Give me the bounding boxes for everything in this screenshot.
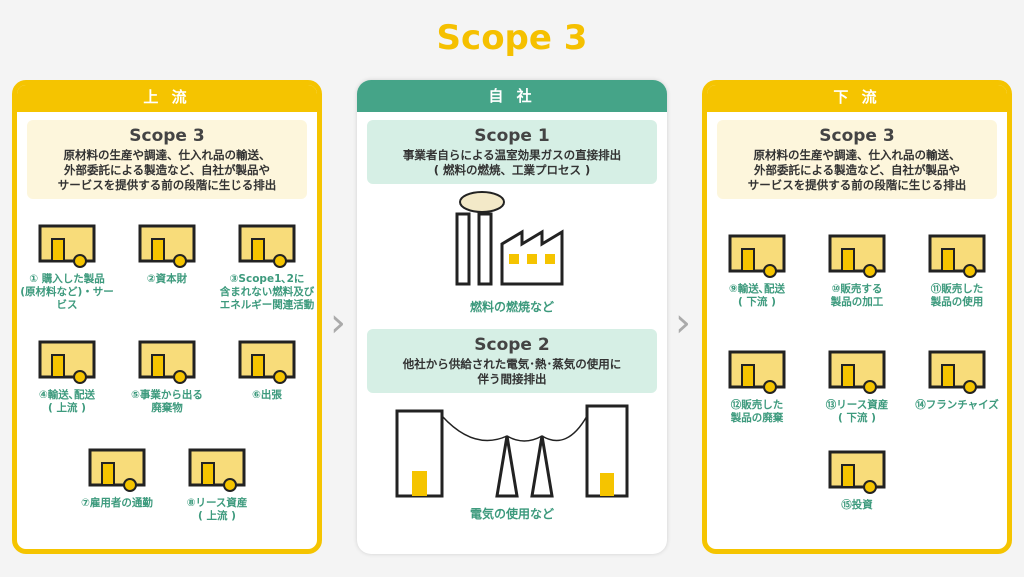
item-label: ⑦雇用者の通勤 <box>81 497 153 509</box>
company-panel: 自 社 Scope 1 事業者自らによる温室効果ガスの直接排出 ( 燃料の燃焼、… <box>357 80 667 554</box>
list-item: ⑧リース資産 ( 上流 ) <box>167 435 267 523</box>
item-label: ④輸送､配送 ( 上流 ) <box>38 389 96 414</box>
list-item: ⑤事業から出る 廃棄物 <box>117 327 217 415</box>
upstream-scope-box: Scope 3 原材料の生産や調達、仕入れ品の輸送、 外部委託による製造など、自… <box>27 120 307 199</box>
item-label: ① 購入した製品 (原材料など)・サービス <box>20 273 114 311</box>
scope1-title: Scope 1 <box>474 126 550 146</box>
item-label: ⑬リース資産 ( 下流 ) <box>825 399 889 424</box>
downstream-scope-title: Scope 3 <box>819 126 895 146</box>
commute-icon <box>67 435 167 495</box>
truck-icon <box>17 327 117 387</box>
list-item: ⑮投資 <box>807 437 907 512</box>
item-label: ⑭フランチャイズ <box>915 399 999 411</box>
scope1-desc: 事業者自らによる温室効果ガスの直接排出 ( 燃料の燃焼、工業プロセス ) <box>402 148 622 177</box>
item-label: ⑫販売した 製品の廃棄 <box>730 399 784 424</box>
item-label: ⑧リース資産 ( 上流 ) <box>186 497 248 522</box>
downstream-scope-box: Scope 3 原材料の生産や調達、仕入れ品の輸送、 外部委託による製造など、自… <box>717 120 997 199</box>
materials-icon <box>17 211 117 271</box>
store-icon <box>907 337 1007 397</box>
factory-smoke-icon <box>455 191 564 286</box>
scope1-box: Scope 1 事業者自らによる温室効果ガスの直接排出 ( 燃料の燃焼、工業プロ… <box>367 120 657 184</box>
upstream-panel: 上 流 Scope 3 原材料の生産や調達、仕入れ品の輸送、 外部委託による製造… <box>12 80 322 554</box>
downstream-panel: 下 流 Scope 3 原材料の生産や調達、仕入れ品の輸送、 外部委託による製造… <box>702 80 1012 554</box>
upstream-header: 上 流 <box>17 85 317 112</box>
item-label: ⑤事業から出る 廃棄物 <box>131 389 203 414</box>
investment-icon <box>807 437 907 497</box>
item-label: ③Scope1､2に 含まれない燃料及び エネルギー関連活動 <box>219 273 315 311</box>
factory-waste-icon <box>117 327 217 387</box>
item-label: ⑮投資 <box>841 499 873 511</box>
list-item: ⑩販売する 製品の加工 <box>807 221 907 309</box>
list-item: ③Scope1､2に 含まれない燃料及び エネルギー関連活動 <box>217 211 317 312</box>
chevron-right-icon: › <box>675 300 691 346</box>
scope2-title: Scope 2 <box>474 335 550 355</box>
list-item: ⑪販売した 製品の使用 <box>907 221 1007 309</box>
plane-train-icon <box>217 327 317 387</box>
item-label: ⑩販売する 製品の加工 <box>830 283 884 308</box>
list-item: ⑫販売した 製品の廃棄 <box>707 337 807 425</box>
chevron-right-icon: › <box>330 300 346 346</box>
list-item: ⑭フランチャイズ <box>907 337 1007 412</box>
conveyor-icon <box>807 221 907 281</box>
trash-icon <box>707 337 807 397</box>
downstream-scope-desc: 原材料の生産や調達、仕入れ品の輸送、 外部委託による製造など、自社が製品や サー… <box>747 148 967 192</box>
page-title: Scope 3 <box>436 18 588 58</box>
list-item: ②資本財 <box>117 211 217 286</box>
company-header: 自 社 <box>357 80 667 112</box>
appliance-icon <box>907 221 1007 281</box>
scope2-box: Scope 2 他社から供給された電気･熱･蒸気の使用に 伴う間接排出 <box>367 329 657 393</box>
list-item: ⑥出張 <box>217 327 317 402</box>
power-line-icon <box>395 404 629 498</box>
warehouse-icon <box>117 211 217 271</box>
list-item: ① 購入した製品 (原材料など)・サービス <box>17 211 117 312</box>
downstream-header: 下 流 <box>707 85 1007 112</box>
item-label: ②資本財 <box>146 273 188 285</box>
lease-assets-icon <box>167 435 267 495</box>
lease-assets-icon <box>807 337 907 397</box>
scope2-caption: 電気の使用など <box>469 507 554 521</box>
scope1-caption: 燃料の燃焼など <box>469 300 554 314</box>
item-label: ⑥出張 <box>252 389 282 401</box>
item-label: ⑪販売した 製品の使用 <box>930 283 984 308</box>
truck-icon <box>707 221 807 281</box>
oil-rig-icon <box>217 211 317 271</box>
item-label: ⑨輸送､配送 ( 下流 ) <box>728 283 786 308</box>
list-item: ⑬リース資産 ( 下流 ) <box>807 337 907 425</box>
upstream-scope-desc: 原材料の生産や調達、仕入れ品の輸送、 外部委託による製造など、自社が製品や サー… <box>57 148 277 192</box>
list-item: ⑨輸送､配送 ( 下流 ) <box>707 221 807 309</box>
list-item: ④輸送､配送 ( 上流 ) <box>17 327 117 415</box>
upstream-scope-title: Scope 3 <box>129 126 205 146</box>
list-item: ⑦雇用者の通勤 <box>67 435 167 510</box>
scope2-desc: 他社から供給された電気･熱･蒸気の使用に 伴う間接排出 <box>402 357 622 386</box>
